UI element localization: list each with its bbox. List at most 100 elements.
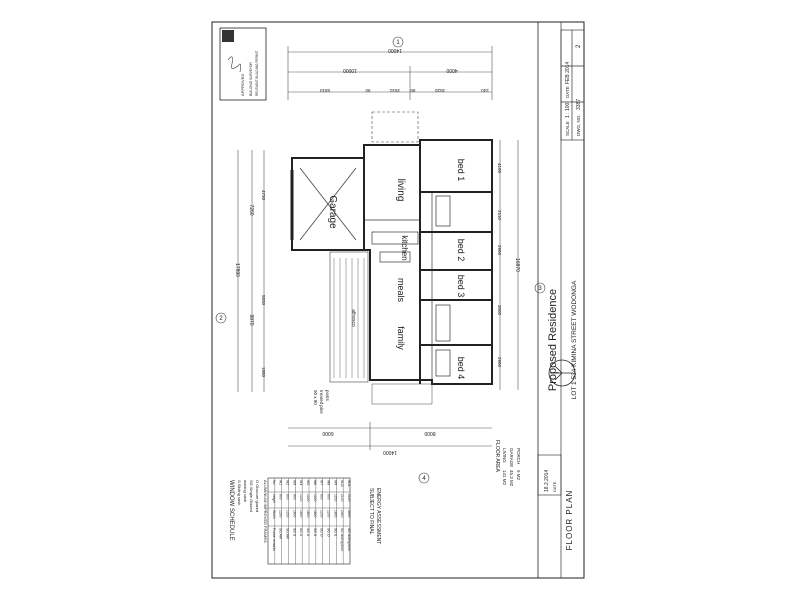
ws-cell: 2400 <box>340 510 344 518</box>
dim-top-right: 4000 <box>446 67 457 73</box>
ws-cell: 1200 <box>306 494 310 502</box>
bottom-dimensions: 6000 8000 14000 <box>288 422 492 455</box>
ws-cell: W2 <box>285 480 289 485</box>
floor-area-table: FLOOR AREA LIVING 141 M2 GARAGE 45.3 M2 … <box>494 440 521 487</box>
alfresco-area <box>329 251 369 383</box>
ws-cell: SG O <box>320 528 324 537</box>
dim-top-seg-4: 90 <box>410 88 416 93</box>
dim-left-sub-2: 5830 <box>261 295 266 306</box>
stamp-signature-icon <box>227 56 241 73</box>
ws-header-cell: No. <box>272 480 276 485</box>
ws-cell: 1800 <box>299 510 303 518</box>
dim-right-overall: 16870 <box>514 258 520 272</box>
ws-cell: SG sliding door <box>340 528 344 552</box>
dim-right-seg-1: 4100 <box>497 163 502 174</box>
ws-cell: 1200 <box>285 510 289 518</box>
post-note-3: posts <box>325 390 330 402</box>
approval-stamp: APPROVED BUILDING SURVEYOR RELEVANT BUIL… <box>219 27 267 101</box>
ws-cell: SG S <box>292 528 296 537</box>
grid-marker-2: 2 <box>219 316 223 322</box>
post-note-2: treated pine <box>319 390 324 414</box>
grid-marker-3: 3 <box>538 286 542 292</box>
project-address: LOT 1 534 KIMINA STREET WODONGA <box>571 280 578 399</box>
room-kitchen: kitchen <box>400 235 409 260</box>
dim-left-sub-1: 4730 <box>261 190 266 201</box>
ws-cell: SG S <box>333 528 337 537</box>
ws-legend-4: O Obscure glazed <box>255 480 260 512</box>
room-living: living <box>395 179 406 202</box>
ws-cell: W6 <box>313 480 317 485</box>
room-bed1: bed 1 <box>456 159 466 182</box>
dim-left-sub-3: 1880 <box>261 367 266 378</box>
stamp-logo-icon <box>222 30 234 42</box>
date-label: DATE <box>565 86 570 98</box>
bath-fixture <box>435 304 451 342</box>
room-bed3: bed 3 <box>456 275 466 298</box>
laundry-fixture <box>435 349 451 377</box>
stamp-line-2: RELEVANT BUILDING PERMIT <box>255 51 259 96</box>
drawing-title: FLOOR PLAN <box>565 490 574 551</box>
ws-cell: W4 <box>299 480 303 485</box>
ws-cell: W9 <box>333 480 337 485</box>
title-block: Proposed Residence LOT 1 534 KIMINA STRE… <box>537 21 585 579</box>
ws-cell: SG sliding door <box>347 528 351 552</box>
ws-cell: 1800 <box>306 510 310 518</box>
ws-cell: 1200 <box>333 494 337 502</box>
post-note-1: 90 x 90 <box>313 390 318 405</box>
dim-left-seg-2: 9870 <box>248 314 254 325</box>
project-name: Proposed Residence <box>547 289 559 391</box>
floor-area-row-2-label: GARAGE <box>509 448 514 467</box>
floor-area-row-1-label: LIVING <box>502 448 507 463</box>
ws-cell: SG S <box>306 528 310 537</box>
ws-cell: 2100 <box>340 494 344 502</box>
dim-top-seg-6: 240 <box>481 88 489 93</box>
ws-cell: SG AW <box>285 528 289 540</box>
dim-top-seg-3: 3910 <box>389 88 400 93</box>
dim-left-seg-1: 7260 <box>248 204 254 215</box>
energy-note: SUBJECT TO FINAL ENERGY ASSESSMENT <box>368 488 381 544</box>
dim-right-seg-3: 2900 <box>497 245 502 256</box>
ws-cell: 1200 <box>313 494 317 502</box>
left-dimensions: 17890 7260 9870 4730 5830 1880 <box>234 150 266 392</box>
north-arrow-icon <box>548 359 576 387</box>
grid-markers: 1 2 3 4 <box>215 36 546 484</box>
floor-plan: Garage living kitchen meals family bed 1… <box>290 111 493 405</box>
ws-legend-3: SG Single Glazed <box>249 480 254 512</box>
ws-cell: 600 <box>279 494 283 500</box>
revision-date: 18.2.2014 <box>544 470 550 492</box>
ws-legend-1: S Sliding sash <box>237 480 242 505</box>
ensuite-fixture <box>435 195 451 227</box>
ws-cell: 2100 <box>347 494 351 502</box>
kitchen-island <box>379 251 411 263</box>
ws-cell: 600 <box>320 494 324 500</box>
ws-cell: W11 <box>347 480 351 487</box>
dim-right-seg-2: 2110 <box>497 210 502 220</box>
stamp-approved: APPROVED <box>240 74 245 96</box>
window-schedule-heading: WINDOW SCHEDULE <box>228 480 234 541</box>
dim-top-overall: 14000 <box>388 47 402 53</box>
room-meals: meals <box>396 278 406 303</box>
room-garage: Garage <box>327 195 338 229</box>
sheet-number: 2 <box>576 44 582 48</box>
grid-marker-1: 1 <box>396 40 400 46</box>
dim-right-seg-5: 2900 <box>497 357 502 368</box>
floor-area-row-2-value: 45.3 M2 <box>509 470 514 487</box>
ws-cell: 600 <box>285 494 289 500</box>
dwg-label: DWG. NO. <box>576 115 581 137</box>
ws-cell: SG S <box>299 528 303 537</box>
window-schedule: WINDOW SCHEDULE S Sliding sash awning sa… <box>228 477 351 565</box>
dim-right-seg-4: 3000 <box>497 305 502 316</box>
ws-cell: 900 <box>292 494 296 500</box>
ws-frames: ALUMINIUM IMPROVED FRAMES <box>263 480 268 543</box>
dim-top-seg-1: 5810 <box>319 88 330 93</box>
post-note: 90 x 90 treated pine posts <box>313 390 330 414</box>
ws-cell: SG AW <box>279 528 283 540</box>
dim-bottom-right: 8000 <box>424 430 435 436</box>
ws-header-cell: Frame remarks <box>272 528 276 551</box>
dim-left-overall: 17890 <box>234 263 240 277</box>
floor-area-row-1-value: 141 M2 <box>502 470 507 486</box>
ws-cell: 600 <box>326 494 330 500</box>
energy-note-1: SUBJECT TO FINAL <box>368 488 374 535</box>
ws-header-cell: height <box>272 494 276 503</box>
